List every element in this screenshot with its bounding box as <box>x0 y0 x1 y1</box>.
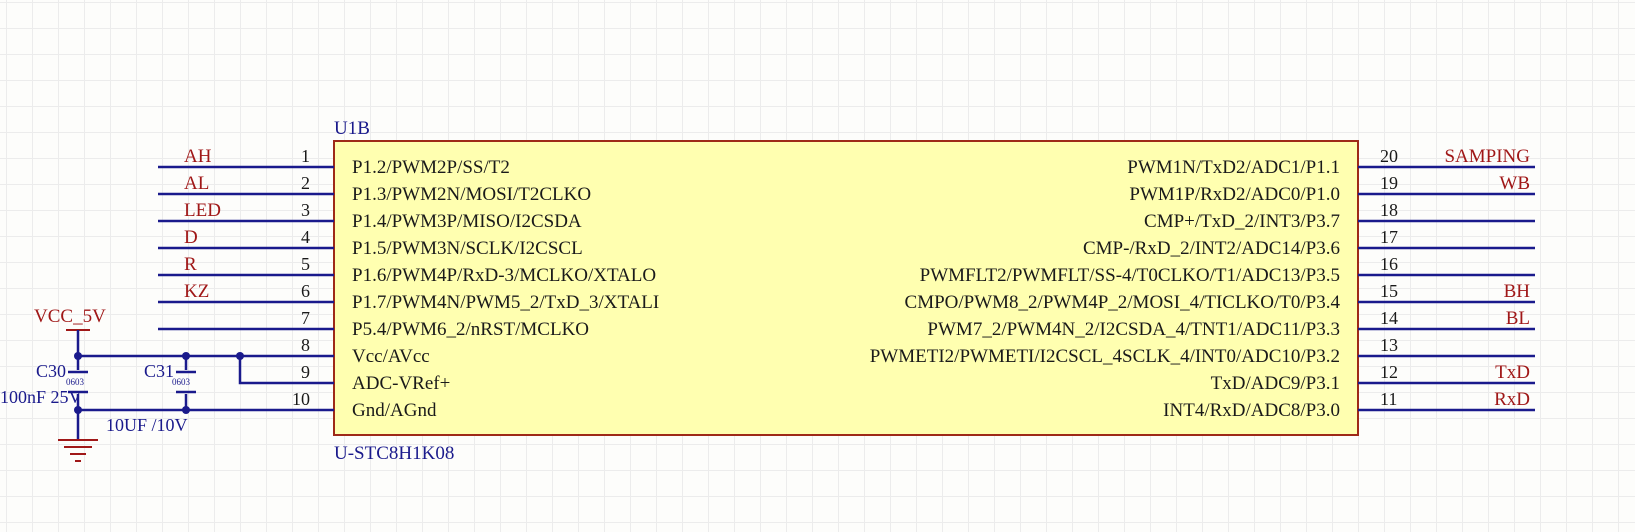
pin-name: ADC-VRef+ <box>352 373 450 394</box>
net-label: TxD <box>1495 362 1530 383</box>
pin-number: 3 <box>301 200 310 220</box>
c30-designator: C30 <box>36 361 66 381</box>
pin-name: P1.3/PWM2N/MOSI/T2CLKO <box>352 184 591 205</box>
left-pin-1[interactable]: 1P1.2/PWM2P/SS/T2 AH <box>158 146 510 178</box>
net-label: RxD <box>1494 389 1530 410</box>
junction-dot <box>74 352 82 360</box>
pin-number: 16 <box>1380 254 1398 274</box>
pin-number: 4 <box>301 227 310 247</box>
junction-dot <box>74 406 82 414</box>
c31-value: 10UF /10V <box>106 415 188 435</box>
pin-name: PWM7_2/PWM4N_2/I2CSDA_4/TNT1/ADC11/P3.3 <box>927 319 1340 340</box>
pin-name: PWM1N/TxD2/ADC1/P1.1 <box>1127 157 1340 178</box>
left-pin-6[interactable]: 6P1.7/PWM4N/PWM5_2/TxD_3/XTALI KZ <box>158 281 659 313</box>
pin-name: Gnd/AGnd <box>352 400 437 421</box>
pin-name: P5.4/PWM6_2/nRST/MCLKO <box>352 319 589 340</box>
pin-number: 12 <box>1380 362 1398 382</box>
vref-wire <box>238 356 280 385</box>
junction-dot <box>182 406 190 414</box>
pin-name: PWMETI2/PWMETI/I2CSCL_4SCLK_4/INT0/ADC10… <box>870 346 1340 367</box>
left-pin-2[interactable]: 2P1.3/PWM2N/MOSI/T2CLKO AL <box>158 173 591 205</box>
net-label: AH <box>184 146 212 167</box>
net-label: R <box>184 254 197 275</box>
c31-package: 0603 <box>172 377 191 387</box>
chip-part-name: U-STC8H1K08 <box>334 443 454 464</box>
pin-number: 10 <box>292 389 310 409</box>
pin-number: 5 <box>301 254 310 274</box>
pin-number: 11 <box>1380 389 1397 409</box>
pin-number: 13 <box>1380 335 1398 355</box>
pin-name: CMP+/TxD_2/INT3/P3.7 <box>1144 211 1340 232</box>
pin-number: 7 <box>301 308 310 328</box>
pin-name: CMPO/PWM8_2/PWM4P_2/MOSI_4/TICLKO/T0/P3.… <box>905 292 1341 313</box>
left-pin-5[interactable]: 5P1.6/PWM4P/RxD-3/MCLKO/XTALO R <box>158 254 656 286</box>
pin-name: P1.7/PWM4N/PWM5_2/TxD_3/XTALI <box>352 292 659 313</box>
net-label: BH <box>1504 281 1531 302</box>
pin-number: 18 <box>1380 200 1398 220</box>
pin-number: 14 <box>1380 308 1398 328</box>
pin-name: P1.2/PWM2P/SS/T2 <box>352 157 510 178</box>
pin-name: PWMFLT2/PWMFLT/SS-4/T0CLKO/T1/ADC13/P3.5 <box>920 265 1340 286</box>
c30-package: 0603 <box>66 377 85 387</box>
pin-number: 19 <box>1380 173 1398 193</box>
net-label: KZ <box>184 281 209 302</box>
junction-dot <box>182 352 190 360</box>
vcc-label: VCC_5V <box>34 306 106 327</box>
power-wiring: VCC_5V 0603 C30 100nF 25V 0603 C31 10UF … <box>0 306 280 462</box>
net-label: LED <box>184 200 221 221</box>
junction-dot <box>236 352 244 360</box>
pin-name: INT4/RxD/ADC8/P3.0 <box>1163 400 1340 421</box>
left-pin-3[interactable]: 3P1.4/PWM3P/MISO/I2CSDA LED <box>158 200 582 232</box>
pin-name: CMP-/RxD_2/INT2/ADC14/P3.6 <box>1083 238 1340 259</box>
chip-designator: U1B <box>334 118 370 139</box>
net-label: AL <box>184 173 209 194</box>
pin-number: 17 <box>1380 227 1398 247</box>
pin-name: Vcc/AVcc <box>352 346 430 367</box>
chip-body[interactable] <box>333 140 1359 436</box>
right-pin-15[interactable]: 15CMPO/PWM8_2/PWM4P_2/MOSI_4/TICLKO/T0/P… <box>905 281 1535 313</box>
pin-name: TxD/ADC9/P3.1 <box>1211 373 1340 394</box>
net-label: D <box>184 227 198 248</box>
pin-name: P1.5/PWM3N/SCLK/I2CSCL <box>352 238 583 259</box>
net-label: BL <box>1506 308 1530 329</box>
pin-number: 15 <box>1380 281 1398 301</box>
pin-number: 6 <box>301 281 310 301</box>
pin-name: P1.6/PWM4P/RxD-3/MCLKO/XTALO <box>352 265 656 286</box>
left-pin-group: 1P1.2/PWM2P/SS/T2 AH 2P1.3/PWM2N/MOSI/T2CL… <box>158 146 659 421</box>
pin-name: PWM1P/RxD2/ADC0/P1.0 <box>1129 184 1340 205</box>
right-pin-13[interactable]: 13PWMETI2/PWMETI/I2CSCL_4SCLK_4/INT0/ADC… <box>870 335 1535 367</box>
right-pin-14[interactable]: 14PWM7_2/PWM4N_2/I2CSDA_4/TNT1/ADC11/P3.… <box>927 308 1535 340</box>
left-pin-7[interactable]: 7P5.4/PWM6_2/nRST/MCLKO <box>158 308 589 340</box>
pin-number: 20 <box>1380 146 1398 166</box>
pin-number: 8 <box>301 335 310 355</box>
ground-symbol <box>58 439 98 462</box>
pin-name: P1.4/PWM3P/MISO/I2CSDA <box>352 211 582 232</box>
pin-number: 1 <box>301 146 310 166</box>
c31-designator: C31 <box>144 361 174 381</box>
net-label: SAMPING <box>1444 146 1530 167</box>
net-label: WB <box>1499 173 1530 194</box>
c30-value: 100nF 25V <box>0 387 82 407</box>
left-pin-4[interactable]: 4P1.5/PWM3N/SCLK/I2CSCL D <box>158 227 583 259</box>
right-pin-16[interactable]: 16PWMFLT2/PWMFLT/SS-4/T0CLKO/T1/ADC13/P3… <box>920 254 1535 286</box>
pin-number: 9 <box>301 362 310 382</box>
pin-number: 2 <box>301 173 310 193</box>
